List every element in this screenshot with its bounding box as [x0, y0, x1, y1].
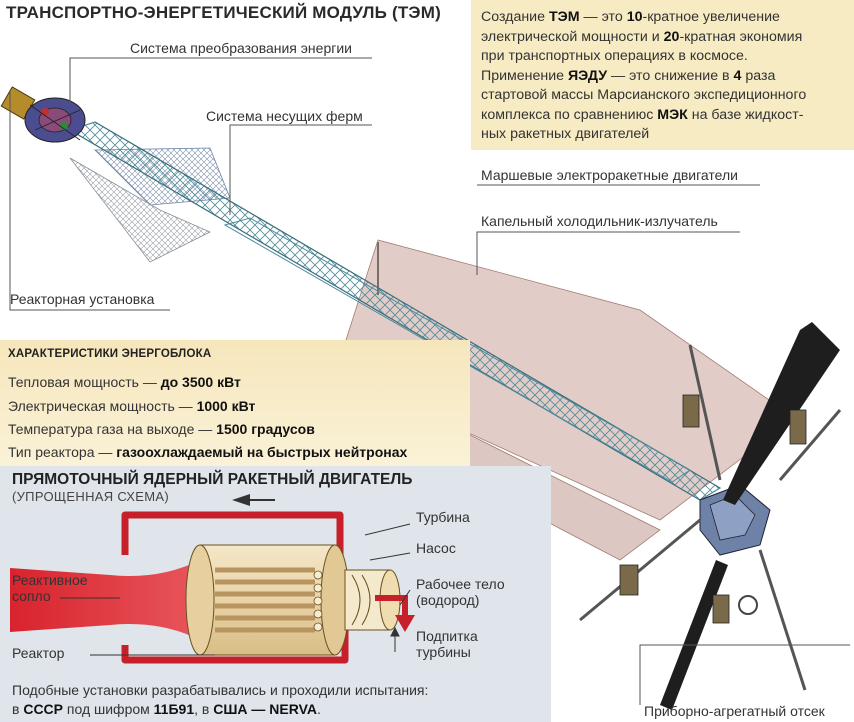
engine-title: ПРЯМОТОЧНЫЙ ЯДЕРНЫЙ РАКЕТНЫЙ ДВИГАТЕЛЬ: [12, 471, 413, 488]
callout-energy-conversion: Система преобразования энергии: [130, 40, 352, 56]
engine-diagram: [10, 494, 415, 664]
reactor-module: [0, 86, 86, 143]
spec-row-temperature: Температура газа на выходе — 1500 градус…: [8, 421, 315, 437]
callout-truss-system: Система несущих ферм: [206, 108, 363, 124]
label-reactor: Реактор: [12, 645, 65, 661]
callout-instrument-compartment: Приборно-агрегатный отсек: [644, 703, 825, 719]
leader-truss: [229, 124, 372, 215]
info-text: Создание ТЭМ — это 10-кратное увеличение…: [481, 9, 807, 142]
flow-arrow-top: [232, 494, 250, 506]
label-turbine: Турбина: [416, 509, 470, 525]
label-pump: Насос: [416, 540, 456, 556]
radiator-panel-lower: [69, 157, 211, 263]
label-nozzle: Реактивное сопло: [12, 572, 88, 604]
leader-instrument: [639, 644, 850, 705]
jet-nozzle: [10, 560, 200, 640]
specs-title: ХАРАКТЕРИСТИКИ ЭНЕРГОБЛОКА: [8, 348, 212, 360]
solar-panel-lower: [660, 560, 728, 710]
leader-reactor: [9, 90, 170, 311]
spec-row-thermal: Тепловая мощность — до 3500 кВт: [8, 374, 241, 390]
solar-panel-upper: [723, 322, 840, 505]
engine-note: Подобные установки разрабатывались и про…: [12, 682, 429, 717]
callout-droplet-radiator: Капельный холодильник-излучатель: [481, 213, 718, 229]
engine-subtitle: (УПРОЩЕННАЯ СХЕМА): [12, 489, 169, 504]
label-turbine-feed: Подпитка турбины: [416, 628, 478, 660]
callout-reactor-unit: Реакторная установка: [10, 291, 155, 307]
info-box: [471, 0, 854, 150]
callout-thrusters: Маршевые электроракетные двигатели: [481, 167, 738, 183]
leader-radiator: [476, 231, 740, 275]
spec-row-electric: Электрическая мощность — 1000 кВт: [8, 398, 256, 414]
spec-row-reactor-type: Тип реактора — газоохлаждаемый на быстры…: [8, 444, 408, 460]
page-title: ТРАНСПОРТНО-ЭНЕРГЕТИЧЕСКИЙ МОДУЛЬ (ТЭМ): [6, 3, 441, 22]
specs-box: [0, 340, 470, 468]
label-working-fluid: Рабочее тело (водород): [416, 576, 505, 608]
fuel-rods: [215, 567, 315, 633]
leader-energy-conversion: [69, 57, 372, 105]
